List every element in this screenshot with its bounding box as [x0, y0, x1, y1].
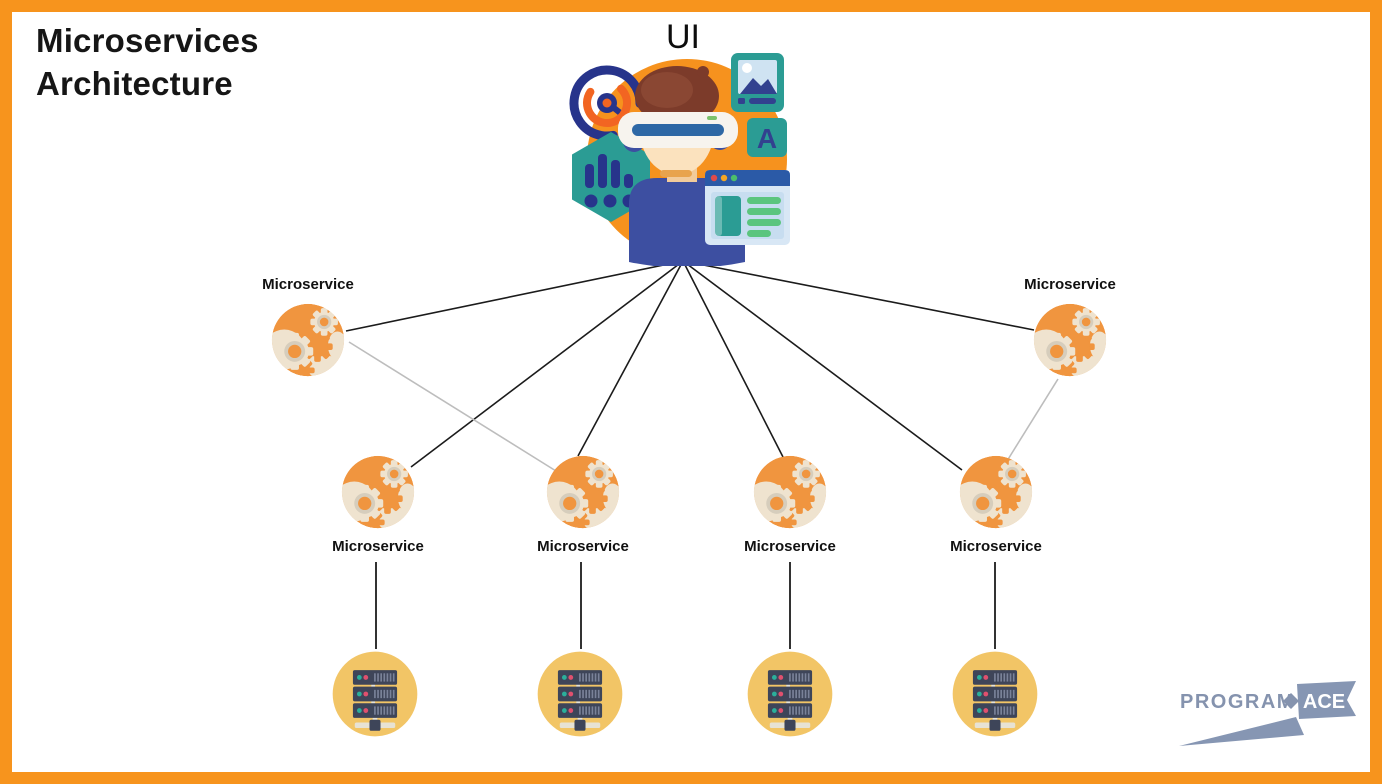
letter-tile-glyph: A — [757, 123, 777, 154]
letter-a-tile-icon: A — [747, 118, 787, 157]
microservice-label: Microservice — [537, 538, 629, 555]
microservice-label: Microservice — [744, 538, 836, 555]
microservice-node-mid-2: Microservice — [523, 454, 643, 556]
server-node-4 — [949, 648, 1041, 740]
microservice-gears-icon — [270, 302, 346, 378]
microservice-gears-icon — [752, 454, 828, 530]
microservice-gears-icon — [1032, 302, 1108, 378]
microservice-node-top-right: Microservice — [1010, 276, 1130, 378]
logo-text-program: PROGRAM — [1180, 691, 1295, 713]
programace-logo: PROGRAM ACE — [1179, 681, 1356, 746]
ui-node-label: UI — [666, 18, 700, 56]
server-node-1 — [329, 648, 421, 740]
logo-diamond-icon — [1283, 693, 1299, 709]
microservice-node-mid-1: Microservice — [318, 454, 438, 556]
browser-window-icon — [705, 170, 790, 245]
microservice-label: Microservice — [262, 276, 354, 293]
server-node-2 — [534, 648, 626, 740]
microservice-label: Microservice — [332, 538, 424, 555]
spiral-icon — [569, 65, 645, 141]
image-tile-icon — [731, 53, 784, 112]
microservice-node-mid-3: Microservice — [730, 454, 850, 556]
logo-swoosh — [1179, 717, 1304, 746]
page-title: Microservices Architecture — [36, 20, 259, 106]
server-node-3 — [744, 648, 836, 740]
microservice-gears-icon — [545, 454, 621, 530]
server-icon — [534, 648, 626, 740]
page-title-line2: Architecture — [36, 64, 233, 102]
microservice-node-mid-4: Microservice — [936, 454, 1056, 556]
microservice-node-top-left: Microservice — [248, 276, 368, 378]
ui-user-illustration: A — [569, 53, 790, 266]
server-icon — [329, 648, 421, 740]
page-title-line1: Microservices — [36, 22, 259, 59]
logo-flag — [1297, 681, 1356, 719]
microservice-label: Microservice — [1024, 276, 1116, 293]
microservice-label: Microservice — [950, 538, 1042, 555]
microservice-gears-icon — [958, 454, 1034, 530]
microservice-gears-icon — [340, 454, 416, 530]
logo-text-ace: ACE — [1303, 691, 1345, 713]
server-icon — [744, 648, 836, 740]
server-icon — [949, 648, 1041, 740]
